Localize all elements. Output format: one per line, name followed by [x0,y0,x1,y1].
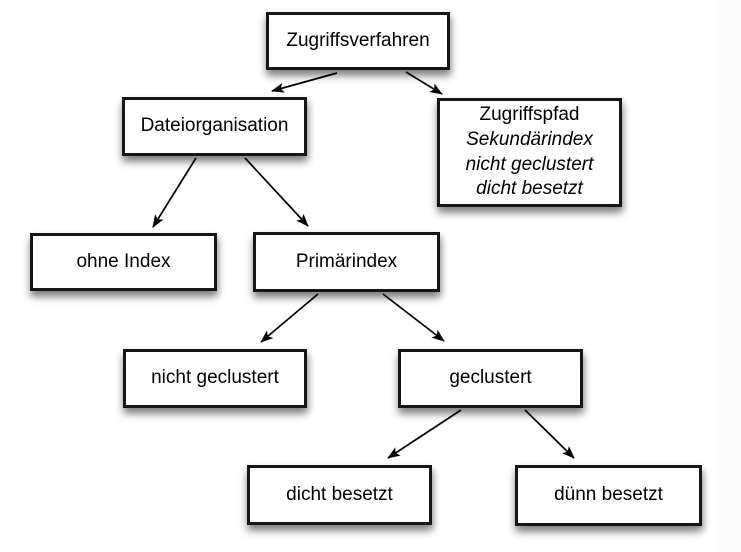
node-geclustert-label: geclustert [449,367,532,389]
edge-zugriffsverfahren-dateiorganisation [271,72,338,93]
node-zugriffsverfahren: Zugriffsverfahren [266,12,450,70]
node-primaerindex-label: Primärindex [295,250,398,272]
node-zugriffspfad-line4: dicht besetzt [476,178,583,200]
right-gutter [716,0,741,552]
edge-geclustert-dicht-besetzt [387,409,462,459]
edge-dateiorganisation-primaerindex [244,157,309,227]
node-zugriffspfad: Zugriffspfad Sekundärindex nicht geclust… [437,98,622,207]
edge-dateiorganisation-ohne-index [152,157,197,228]
edge-zugriffsverfahren-zugriffspfad [405,71,443,95]
node-nicht-geclustert-label: nicht geclustert [151,367,279,389]
node-nicht-geclustert: nicht geclustert [123,349,307,408]
node-ohne-index: ohne Index [30,233,217,291]
node-duenn-besetzt: dünn besetzt [515,465,702,526]
node-dateiorganisation-label: Dateiorganisation [140,115,289,137]
node-duenn-besetzt-label: dünn besetzt [554,484,663,506]
node-zugriffspfad-line2: Sekundärindex [466,128,593,150]
node-dateiorganisation: Dateiorganisation [122,97,307,156]
edge-primaerindex-geclustert [382,293,445,342]
node-ohne-index-label: ohne Index [76,250,171,272]
node-zugriffsverfahren-label: Zugriffsverfahren [286,29,430,51]
node-geclustert: geclustert [398,349,583,408]
edge-geclustert-duenn-besetzt [524,409,575,459]
edge-primaerindex-nicht-geclustert [260,293,319,343]
node-zugriffspfad-line3: nicht geclustert [465,153,594,175]
node-dicht-besetzt-label: dicht besetzt [286,483,393,505]
node-zugriffspfad-line1: Zugriffspfad [479,104,580,126]
node-primaerindex: Primärindex [253,232,440,292]
node-dicht-besetzt: dicht besetzt [247,465,432,525]
